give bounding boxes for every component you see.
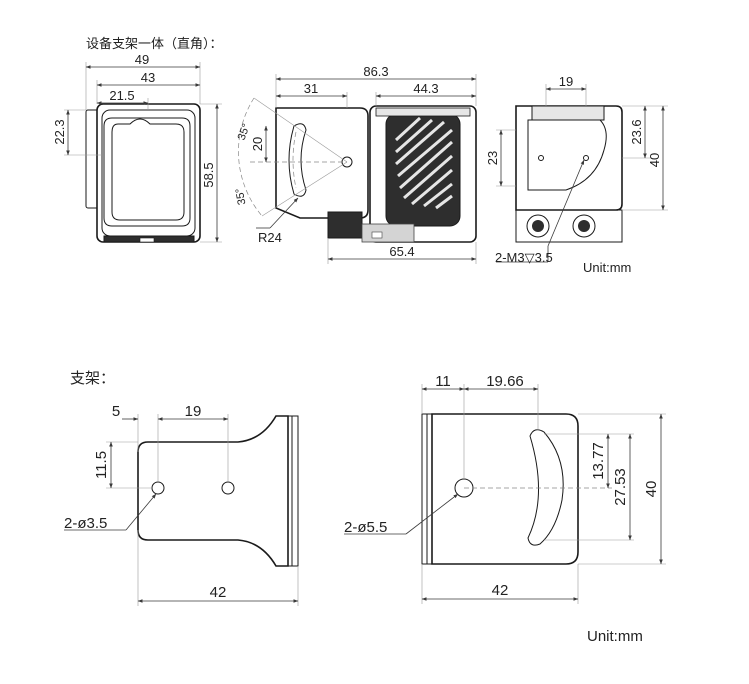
bracket-side-view: 5 19 11.5 2-ø3.5 42 xyxy=(64,403,299,606)
dim-rear-offset-right: 23.6 xyxy=(629,119,644,144)
angle-top: 35° xyxy=(236,122,253,142)
dim-bracket-edge-offset: 5 xyxy=(112,403,120,420)
dim-bracket-front-slot-half: 13.77 xyxy=(590,442,607,480)
dim-bracket-front-height: 40 xyxy=(643,481,660,498)
dim-side-base-length: 65.4 xyxy=(389,244,414,259)
dim-side-bracket-length: 31 xyxy=(304,81,318,96)
dim-bracket-length: 42 xyxy=(210,584,227,601)
dim-side-total-length: 86.3 xyxy=(363,64,388,79)
mount-hole-right xyxy=(583,155,589,161)
front-view: 49 43 21.5 22.3 58.5 xyxy=(52,52,222,243)
dim-bracket-front-slot-offset: 19.66 xyxy=(486,373,524,390)
side-view: 35° 35° 86.3 31 xyxy=(234,64,477,264)
dim-rear-top-width: 19 xyxy=(559,74,573,89)
dim-side-radius: R24 xyxy=(258,230,282,245)
dim-front-width-inner: 43 xyxy=(141,70,155,85)
connector-left xyxy=(526,214,550,238)
dim-bracket-hole-height: 11.5 xyxy=(93,451,110,479)
dim-front-half-width: 21.5 xyxy=(109,88,134,103)
dim-front-width-outer: 49 xyxy=(135,52,149,67)
mount-hole-left xyxy=(538,155,544,161)
dim-front-height: 58.5 xyxy=(201,162,216,187)
assembly-title: 设备支架一体（直角）： xyxy=(86,36,223,51)
bracket-front-view: 11 19.66 13.77 27.53 40 2-ø5.5 42 xyxy=(344,373,666,604)
rear-view: 19 23.6 40 23 2-M3▽3.5 xyxy=(485,74,668,265)
dim-bracket-hole-spacing: 19 xyxy=(185,403,202,420)
bracket-hole-spec: 2-ø3.5 xyxy=(64,515,107,532)
bracket-front-hole-spec: 2-ø5.5 xyxy=(344,519,387,536)
dim-bracket-front-slot-span: 27.53 xyxy=(612,468,629,506)
dim-front-offset: 22.3 xyxy=(52,119,67,144)
unit-label-top: Unit:mm xyxy=(583,260,631,275)
bracket-title: 支架： xyxy=(70,370,115,387)
connector-right xyxy=(572,214,596,238)
dim-rear-height-left: 23 xyxy=(485,151,500,165)
dim-bracket-front-edge: 11 xyxy=(435,373,451,390)
dim-side-sensor-length: 44.3 xyxy=(413,81,438,96)
dim-side-hole-height: 20 xyxy=(250,137,265,151)
dim-bracket-front-width: 42 xyxy=(492,582,509,599)
rear-screw-spec: 2-M3▽3.5 xyxy=(495,250,553,265)
dim-rear-height-right: 40 xyxy=(647,153,662,167)
unit-label-bottom: Unit:mm xyxy=(587,628,643,645)
angle-bottom: 35° xyxy=(234,187,249,205)
vent-grille xyxy=(394,116,453,210)
